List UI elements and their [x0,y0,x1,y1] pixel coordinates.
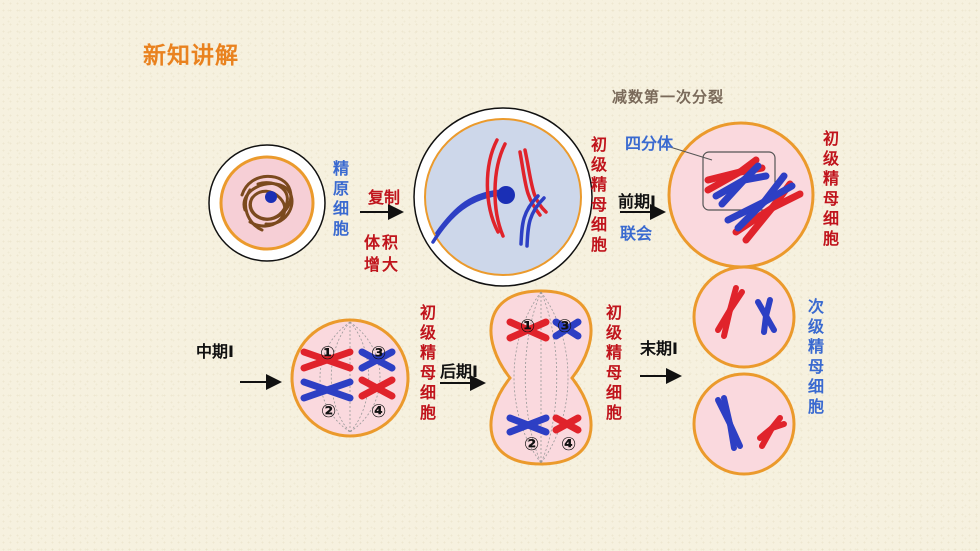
tetrad-label: 四分体 [625,134,674,153]
prophase-label: 前期Ⅰ [618,192,656,211]
marker-2-anaphase: ② [524,434,540,455]
volume-increase-label: 体积增大 [364,233,401,274]
marker-3-anaphase: ③ [557,316,573,337]
anaphase-cell [489,289,593,466]
telophase-label: 末期Ⅰ [640,339,678,358]
secondary-cell-top [692,265,796,369]
secondary-cell-label: 次级精母细胞 [805,298,824,418]
marker-4-anaphase: ④ [561,434,577,455]
enlarged-cell [413,107,593,287]
anaphase-label: 后期Ⅰ [440,362,478,381]
spermatogonium-label: 精原细胞 [330,160,349,240]
spermatogonium-cell [208,144,326,262]
page-title: 新知讲解 [143,42,239,69]
diagram-subtitle: 减数第一次分裂 [612,88,725,106]
marker-1-metaphase: ① [320,343,336,364]
primary-cell-label-1: 初级精母细胞 [588,136,607,256]
marker-2-metaphase: ② [321,401,337,422]
metaphase-cell [290,318,410,438]
marker-3-metaphase: ③ [371,343,387,364]
marker-4-metaphase: ④ [371,401,387,422]
synapsis-label: 联会 [620,224,653,243]
primary-cell-label-2: 初级精母细胞 [820,130,839,250]
secondary-cell-bottom [692,372,796,476]
primary-cell-label-4: 初级精母细胞 [603,304,622,424]
metaphase-label: 中期Ⅰ [196,342,234,361]
copy-label: 复制 [368,188,401,207]
primary-cell-label-3: 初级精母细胞 [417,304,436,424]
marker-1-anaphase: ① [520,316,536,337]
prophase-cell [667,121,815,269]
